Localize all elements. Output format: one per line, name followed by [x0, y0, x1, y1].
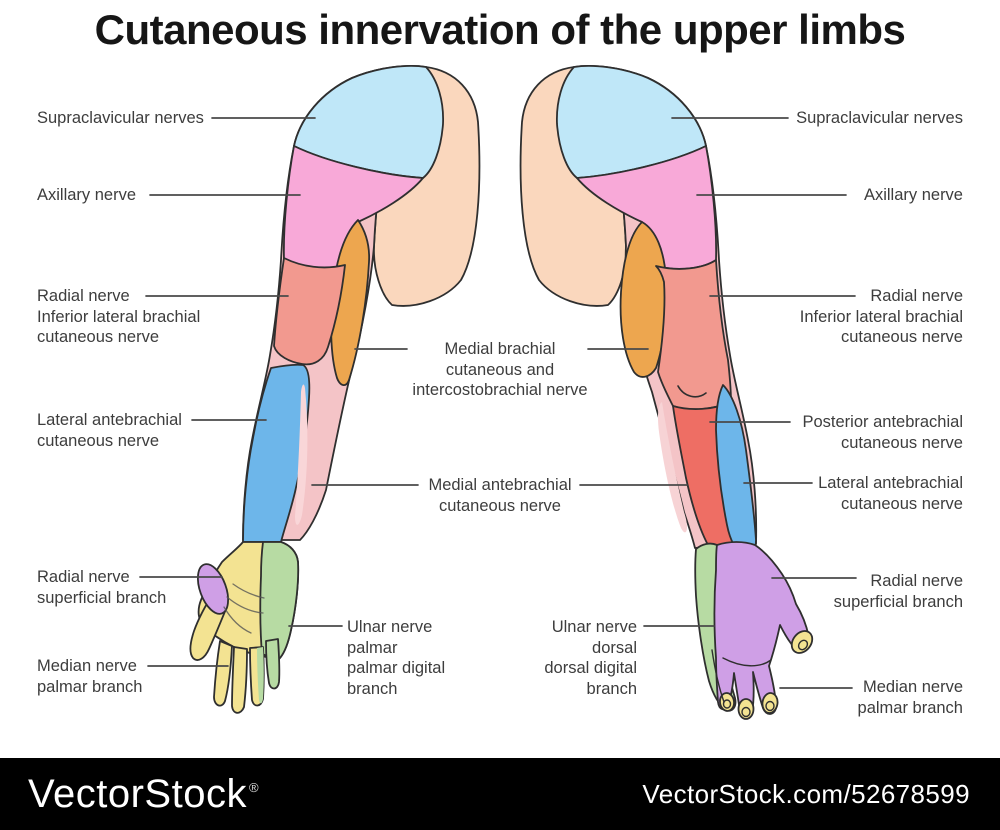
label-posterior-antebrachial-right: Posterior antebrachial cutaneous nerve: [802, 412, 963, 453]
watermark-url: VectorStock.com/52678599: [642, 778, 970, 809]
label-line: Median nerve: [863, 678, 963, 696]
label-line: cutaneous nerve: [840, 433, 963, 452]
label-radial-superficial-left: Radial nerve superficial branch: [37, 567, 166, 608]
label-line: dorsal digital: [544, 659, 637, 677]
label-radial-inferior-right: Radial nerve Inferior lateral brachial c…: [800, 286, 963, 348]
label-line: intercostobrachial nerve: [412, 381, 588, 399]
label-line: palmar: [347, 638, 398, 657]
label-median-palmar-right: Median nerve palmar branch: [858, 677, 963, 718]
right-arm-figure: [519, 65, 814, 720]
label-line: Medial brachial: [444, 340, 556, 358]
label-lateral-antebrachial-right: Lateral antebrachial cutaneous nerve: [818, 473, 963, 514]
label-ulnar-palmar: Ulnar nerve palmar palmar digital branch: [347, 617, 445, 699]
label-line: Radial nerve: [870, 572, 963, 590]
label-axillary-left: Axillary nerve: [37, 185, 136, 206]
left-palm-creases: [223, 583, 265, 634]
right-fingernails: [722, 639, 809, 718]
label-line: branch: [586, 679, 637, 698]
left-hand-ulnar-region: [259, 541, 300, 660]
label-radial-inferior-left: Radial nerve Inferior lateral brachial c…: [37, 286, 200, 348]
left-forearm-highlight: [295, 384, 308, 525]
label-line: Inferior lateral brachial: [37, 307, 201, 326]
label-line: Supraclavicular nerves: [796, 109, 963, 127]
label-line: cutaneous nerve: [37, 328, 160, 346]
registered-trademark-symbol: ®: [248, 780, 260, 796]
label-line: branch: [347, 679, 398, 698]
label-line: Radial nerve: [870, 287, 963, 305]
label-line: palmar digital: [347, 659, 446, 677]
label-line: cutaneous nerve: [438, 496, 561, 515]
watermark-brand-text: VectorStock: [28, 771, 247, 816]
label-ulnar-dorsal: Ulnar nerve dorsal dorsal digital branch: [437, 617, 637, 699]
label-line: dorsal: [592, 638, 637, 657]
right-forearm-highlight: [658, 402, 688, 533]
label-line: Axillary nerve: [863, 186, 963, 204]
label-line: cutaneous nerve: [840, 494, 963, 513]
label-median-palmar-left: Median nerve palmar branch: [37, 656, 142, 697]
left-radial-inferior-lateral-region: [273, 257, 346, 366]
label-axillary-right: Axillary nerve: [864, 185, 963, 206]
label-medial-brachial: Medial brachial cutaneous and intercosto…: [350, 339, 650, 401]
leader-lines: [139, 117, 857, 689]
left-arm-figure: [189, 65, 481, 714]
label-line: Median nerve: [37, 657, 137, 675]
page-title: Cutaneous innervation of the upper limbs: [94, 6, 906, 53]
label-lateral-antebrachial-left: Lateral antebrachial cutaneous nerve: [37, 410, 182, 451]
left-lateral-antebrachial-region: [242, 363, 311, 543]
left-index-finger: [213, 640, 233, 707]
label-line: Medial antebrachial: [428, 476, 572, 494]
label-line: Ulnar nerve: [551, 618, 637, 636]
label-line: Axillary nerve: [37, 186, 137, 204]
watermark-bar: VectorStock® VectorStock.com/52678599: [0, 758, 1000, 830]
label-line: Lateral antebrachial: [37, 411, 182, 429]
label-line: cutaneous and: [445, 360, 555, 379]
label-line: Radial nerve: [37, 568, 130, 586]
label-line: superficial branch: [833, 592, 963, 611]
label-line: Ulnar nerve: [347, 618, 433, 636]
label-line: superficial branch: [37, 588, 167, 607]
label-line: cutaneous nerve: [37, 431, 160, 450]
left-ring-finger-ulnar-half: [257, 647, 264, 704]
label-line: Lateral antebrachial: [818, 474, 963, 492]
label-line: Inferior lateral brachial: [799, 307, 963, 326]
left-middle-finger: [231, 646, 248, 714]
label-line: Radial nerve: [37, 287, 130, 305]
left-little-finger: [265, 638, 281, 690]
label-medial-antebrachial: Medial antebrachial cutaneous nerve: [350, 475, 650, 516]
right-elbow-crease: [677, 385, 707, 398]
label-line: Supraclavicular nerves: [37, 109, 204, 127]
label-supraclavicular-left: Supraclavicular nerves: [37, 108, 204, 129]
anatomy-diagram: [139, 65, 857, 720]
watermark-brand: VectorStock®: [28, 772, 259, 817]
right-hand-detail-lines: [711, 649, 772, 703]
label-line: palmar branch: [857, 698, 963, 717]
label-radial-superficial-right: Radial nerve superficial branch: [834, 571, 963, 612]
label-line: palmar branch: [37, 677, 143, 696]
label-supraclavicular-right: Supraclavicular nerves: [796, 108, 963, 129]
label-line: cutaneous nerve: [840, 328, 963, 346]
label-line: Posterior antebrachial: [802, 413, 963, 431]
right-radial-superficial-region: [713, 541, 810, 719]
right-thumb-tip-median: [790, 630, 814, 654]
